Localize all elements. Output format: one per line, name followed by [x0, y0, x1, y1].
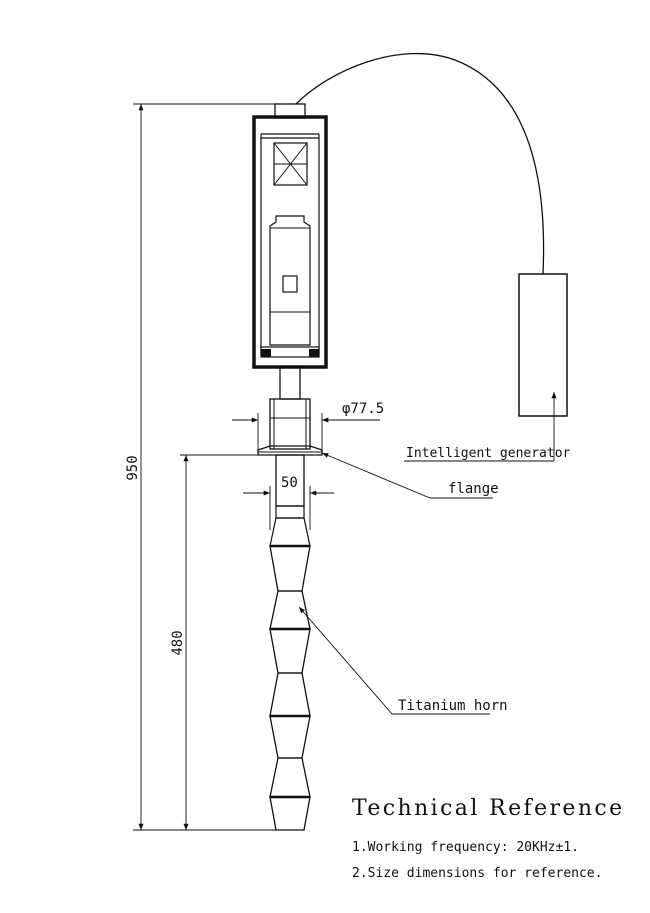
horn-label: Titanium horn [398, 698, 508, 714]
transducer-housing [252, 103, 328, 369]
generator-box [518, 273, 568, 417]
generator-cable [295, 52, 545, 275]
dimension-77-5-label: φ77.5 [342, 401, 384, 417]
flange-callout: flange [321, 452, 499, 499]
dimension-480-label: 480 [170, 630, 186, 655]
technical-note-1: 1.Working frequency: 20KHz±1. [352, 840, 579, 855]
dimension-total-height: 950 [125, 103, 296, 831]
dimension-flange-diameter: φ77.5 [232, 401, 384, 450]
dimension-horn-height: 480 [170, 454, 322, 830]
generator-callout: Intelligent generator [404, 392, 571, 462]
horn-callout: Titanium horn [298, 606, 508, 715]
technical-note-2: 2.Size dimensions for reference. [352, 866, 602, 881]
dimension-950-label: 950 [125, 455, 141, 480]
titanium-horn [269, 505, 311, 831]
technical-reference: Technical Reference 1.Working frequency:… [352, 796, 625, 881]
dimension-50-label: 50 [281, 475, 298, 491]
technical-reference-title: Technical Reference [352, 796, 625, 821]
generator-label: Intelligent generator [406, 446, 571, 461]
dimension-horn-width: 50 [243, 475, 334, 530]
flange-label: flange [448, 481, 499, 497]
